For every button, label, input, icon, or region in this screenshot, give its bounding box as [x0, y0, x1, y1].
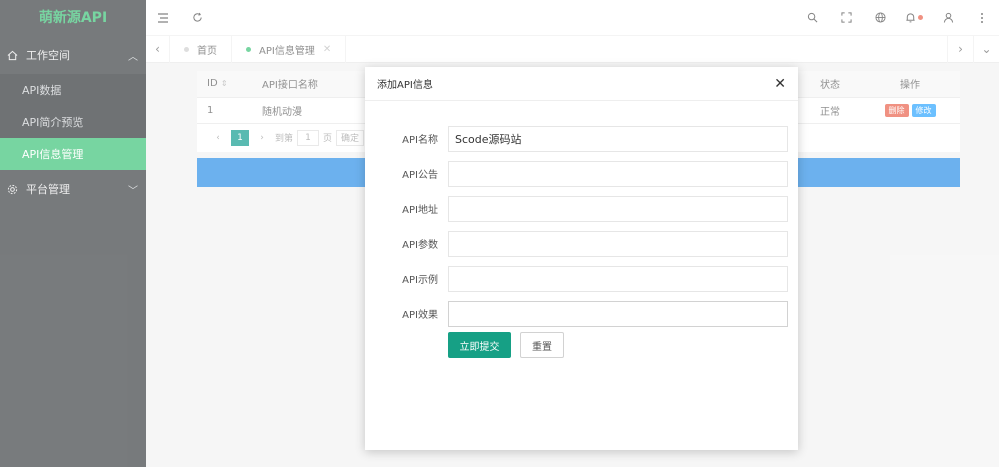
sidebar-group-label: 工作空间: [26, 49, 70, 62]
goto-label: 到第: [275, 134, 294, 144]
column-id[interactable]: ID ⇕: [197, 71, 252, 98]
tabs-scroll-right-icon[interactable]: ›: [947, 35, 973, 63]
chevron-up-icon: ︿: [128, 51, 138, 63]
field-label: API名称: [402, 135, 438, 146]
sidebar-item-api-preview[interactable]: API简介预览: [22, 116, 84, 129]
api-url-input[interactable]: [448, 195, 788, 222]
sidebar-group-platform[interactable]: 平台管理 ﹀: [0, 170, 146, 208]
refresh-icon[interactable]: [180, 0, 214, 36]
api-name-input[interactable]: [448, 125, 788, 152]
fullscreen-icon[interactable]: [829, 0, 863, 36]
field-label: API参数: [402, 240, 438, 251]
column-status: 状态: [800, 71, 860, 98]
app-logo[interactable]: 萌新源API: [38, 10, 108, 26]
cell-id: 1: [197, 97, 252, 124]
cell-status: 正常: [800, 97, 860, 124]
tab-dot: [246, 46, 251, 52]
prev-page-icon[interactable]: ‹: [216, 132, 220, 143]
sidebar-group-label: 平台管理: [26, 183, 70, 196]
settings-icon: [6, 183, 18, 195]
form-actions: 立即提交 重置: [448, 332, 564, 358]
tab-home[interactable]: 首页: [170, 35, 232, 63]
page-1-button[interactable]: 1: [231, 129, 249, 146]
tabs-scroll-left-icon[interactable]: ‹: [146, 35, 170, 63]
user-icon[interactable]: [931, 0, 965, 36]
next-page-icon[interactable]: ›: [260, 132, 264, 143]
tab-api-management[interactable]: API信息管理 ✕: [232, 35, 347, 63]
sidebar-subnav: API数据 API简介预览 API信息管理: [0, 74, 146, 170]
form-row-name: API名称: [365, 121, 798, 156]
goto-page-input[interactable]: 1: [297, 129, 320, 146]
add-api-modal: 添加API信息 ✕ API名称 API公告 API地址 API参数 API示例 …: [365, 67, 798, 450]
modal-header: 添加API信息 ✕: [365, 67, 798, 101]
search-icon[interactable]: [795, 0, 829, 36]
api-notice-input[interactable]: [448, 160, 788, 187]
page-unit-label: 页: [323, 134, 333, 144]
chevron-down-icon: ﹀: [128, 185, 138, 197]
column-ops: 操作: [860, 71, 960, 98]
api-example-input[interactable]: [448, 265, 788, 292]
bell-icon[interactable]: [897, 0, 931, 36]
tab-label: API信息管理: [259, 45, 315, 57]
menu-icon[interactable]: [146, 0, 180, 36]
form-row-notice: API公告: [365, 156, 798, 191]
submit-button[interactable]: 立即提交: [448, 332, 511, 358]
form-row-params: API参数: [365, 226, 798, 261]
api-effect-input[interactable]: [448, 300, 788, 327]
edit-button[interactable]: 修改: [911, 103, 936, 117]
field-label: API公告: [402, 170, 438, 181]
cell-ops: 删除修改: [860, 97, 960, 124]
pagination: ‹ 1 › 到第 1 页 确定: [197, 124, 960, 152]
sort-icon[interactable]: ⇕: [220, 79, 228, 89]
field-label: API地址: [402, 205, 438, 216]
goto-confirm-button[interactable]: 确定: [336, 129, 365, 146]
field-label: API示例: [402, 275, 438, 286]
tab-label: 首页: [197, 45, 217, 57]
delete-button[interactable]: 删除: [884, 103, 909, 117]
tabs-dropdown-icon[interactable]: ⌄: [973, 35, 999, 63]
home-icon: [6, 49, 18, 61]
more-icon[interactable]: [965, 0, 999, 36]
api-params-input[interactable]: [448, 230, 788, 257]
form-row-effect: API效果: [365, 296, 798, 331]
field-label: API效果: [402, 310, 438, 321]
form-row-url: API地址: [365, 191, 798, 226]
sidebar-group-workspace[interactable]: 工作空间 ︿: [0, 36, 146, 74]
form-row-example: API示例: [365, 261, 798, 296]
sidebar-item-api-management[interactable]: API信息管理: [0, 138, 146, 170]
notification-dot: [918, 15, 923, 20]
sidebar: 萌新源API 工作空间 ︿ API数据 API简介预览 API信息管理 平台管理…: [0, 0, 146, 467]
tab-dot: [184, 46, 189, 52]
top-header: [146, 0, 999, 36]
globe-icon[interactable]: [863, 0, 897, 36]
tabs-bar: ‹ 首页 API信息管理 ✕ › ⌄: [146, 35, 999, 63]
close-icon[interactable]: ✕: [322, 43, 332, 55]
modal-title: 添加API信息: [377, 80, 433, 91]
close-icon[interactable]: ✕: [774, 75, 786, 92]
reset-button[interactable]: 重置: [520, 332, 564, 358]
sidebar-item-api-data[interactable]: API数据: [22, 84, 62, 97]
api-form: API名称 API公告 API地址 API参数 API示例 API效果: [365, 121, 798, 331]
